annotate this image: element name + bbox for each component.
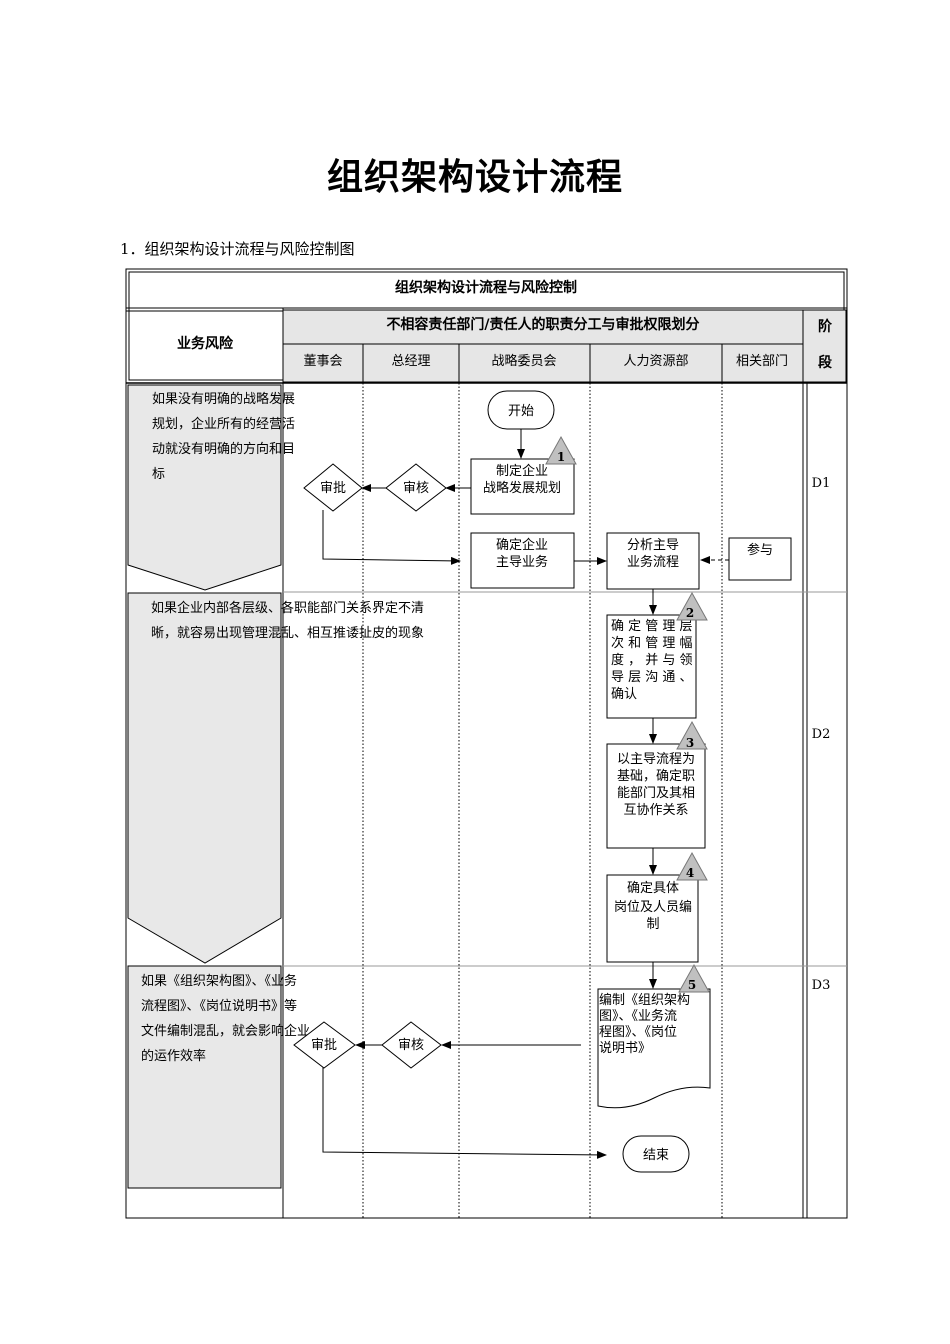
column-header-related-depts: 相关部门 (736, 354, 788, 369)
svg-text:文件编制混乱，就会影响企业: 文件编制混乱，就会影响企业 (141, 1023, 310, 1039)
documents-node: 编制《组织架构 图》、《业务流 程图》、《岗位 说明书》 (597, 988, 711, 1109)
svg-text:编制《组织架构: 编制《组织架构 (599, 993, 690, 1008)
svg-text:规划，企业所有的经营活: 规划，企业所有的经营活 (152, 416, 295, 432)
review-diamond-2: 审核 (381, 1021, 442, 1069)
risk-shape-d3 (127, 965, 282, 1189)
risk-shape-d1 (127, 384, 282, 591)
svg-text:动就没有明确的方向和目: 动就没有明确的方向和目 (152, 441, 295, 457)
svg-text:互协作关系: 互协作关系 (623, 803, 688, 818)
main-business-box: 确定企业 主导业务 (470, 532, 575, 589)
lane-dotted-lines (362, 383, 723, 1218)
participate-box: 参与 (728, 537, 792, 581)
risk-text-d1: 如果没有明确的战略发展 规划，企业所有的经营活 动就没有明确的方向和目 标 (152, 391, 295, 482)
review-diamond-1: 审核 (385, 463, 447, 512)
start-node: 开始 (487, 390, 555, 430)
column-header-hr: 人力资源部 (623, 354, 688, 369)
approve-diamond-1: 审批 (303, 463, 363, 512)
svg-text:战略发展规划: 战略发展规划 (483, 480, 561, 496)
svg-text:主导业务: 主导业务 (496, 554, 548, 570)
svg-text:图》、《业务流: 图》、《业务流 (599, 1008, 677, 1024)
svg-text:的运作效率: 的运作效率 (141, 1048, 206, 1064)
svg-text:流程图》、《岗位说明书》等: 流程图》、《岗位说明书》等 (141, 998, 297, 1014)
svg-text:1: 1 (557, 450, 565, 464)
functional-departments-box: 以主导流程为 基础，确定职 能部门及其相 互协作关系 (606, 743, 706, 849)
svg-text:审核: 审核 (398, 1038, 424, 1053)
svg-text:确认: 确认 (611, 687, 637, 702)
stage-dividers (283, 591, 847, 967)
svg-text:结束: 结束 (643, 1148, 669, 1163)
svg-text:确 定 管 理 层: 确 定 管 理 层 (611, 619, 693, 634)
risk-text-d2: 如果企业内部各层级、各职能部门关系界定不清 晰，就容易出现管理混乱、相互推诿扯皮… (151, 600, 424, 641)
table-title: 组织架构设计流程与风险控制 (395, 279, 577, 296)
control-point-4: 4 (676, 851, 708, 881)
svg-text:基础，确定职: 基础，确定职 (617, 769, 695, 784)
column-header-strategy-committee: 战略委员会 (491, 353, 556, 369)
svg-text:审核: 审核 (403, 481, 429, 496)
risk-text-d3: 如果《组织架构图》、《业务 流程图》、《岗位说明书》等 文件编制混乱，就会影响企… (141, 973, 310, 1064)
control-point-3: 3 (676, 720, 708, 750)
svg-text:业务流程: 业务流程 (627, 554, 679, 570)
svg-text:度 ， 并 与 领: 度 ， 并 与 领 (611, 652, 693, 668)
column-header-general-manager: 总经理 (391, 354, 430, 369)
svg-text:2: 2 (686, 606, 694, 620)
svg-text:制: 制 (646, 917, 659, 932)
approve-diamond-2: 审批 (293, 1021, 356, 1069)
svg-text:确定企业: 确定企业 (496, 537, 548, 553)
control-point-2: 2 (676, 591, 708, 621)
svg-text:次 和 管 理 幅: 次 和 管 理 幅 (611, 635, 693, 651)
control-point-1: 1 (545, 435, 577, 465)
responsibility-header: 不相容责任部门/责任人的职责分工与审批权限划分 (386, 316, 699, 333)
svg-text:如果没有明确的战略发展: 如果没有明确的战略发展 (152, 391, 295, 407)
control-point-5: 5 (678, 963, 710, 993)
svg-text:晰，就容易出现管理混乱、相互推诿扯皮的现象: 晰，就容易出现管理混乱、相互推诿扯皮的现象 (151, 625, 424, 641)
stage-label-d3: D3 (812, 978, 831, 993)
svg-text:制定企业: 制定企业 (496, 463, 548, 479)
svg-text:确定具体: 确定具体 (627, 881, 679, 896)
svg-text:程图》、《岗位: 程图》、《岗位 (599, 1025, 677, 1040)
analyze-process-box: 分析主导 业务流程 (606, 532, 700, 590)
stage-header: 段 (818, 354, 832, 371)
end-node: 结束 (622, 1135, 690, 1173)
svg-text:4: 4 (686, 866, 694, 880)
connectors (322, 429, 729, 1159)
svg-text:如果企业内部各层级、各职能部门关系界定不清: 如果企业内部各层级、各职能部门关系界定不清 (151, 600, 424, 616)
positions-staffing-box: 确定具体 岗位及人员编 制 (606, 874, 699, 963)
page-title: 组织架构设计流程 (326, 156, 623, 198)
management-levels-box: 确 定 管 理 层 次 和 管 理 幅 度 ， 并 与 领 导 层 沟 通 、 … (606, 614, 697, 719)
strategy-plan-box: 制定企业 战略发展规划 (470, 458, 575, 515)
section-heading: 1．组织架构设计流程与风险控制图 (120, 240, 355, 258)
svg-text:如果《组织架构图》、《业务: 如果《组织架构图》、《业务 (141, 973, 297, 989)
stage-label-d1: D1 (812, 476, 831, 491)
column-header-board: 董事会 (303, 354, 342, 369)
svg-text:分析主导: 分析主导 (627, 538, 679, 553)
svg-text:以主导流程为: 以主导流程为 (617, 752, 695, 767)
svg-text:开始: 开始 (508, 404, 534, 419)
svg-text:导 层 沟 通 、: 导 层 沟 通 、 (611, 670, 693, 685)
swimlane-dividers (282, 383, 808, 1218)
risk-shape-d2 (127, 592, 282, 964)
svg-text:标: 标 (152, 467, 165, 482)
svg-text:说明书》: 说明书》 (599, 1041, 651, 1056)
stage-label-d2: D2 (812, 727, 831, 742)
svg-text:审批: 审批 (311, 1038, 337, 1053)
header-cells (282, 308, 847, 383)
svg-text:审批: 审批 (320, 481, 346, 496)
risk-column-header: 业务风险 (177, 335, 234, 352)
svg-text:岗位及人员编: 岗位及人员编 (614, 900, 692, 915)
svg-text:5: 5 (688, 978, 696, 992)
svg-text:3: 3 (686, 736, 694, 750)
stage-header: 阶 (818, 318, 833, 335)
svg-text:能部门及其相: 能部门及其相 (617, 786, 695, 801)
svg-text:参与: 参与 (747, 542, 773, 558)
